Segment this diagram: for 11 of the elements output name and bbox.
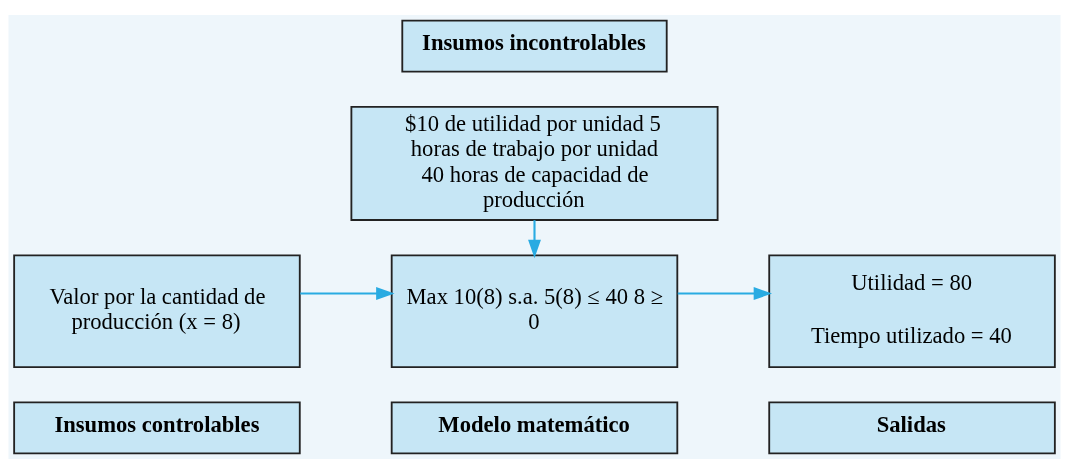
node-box: Max 10(8) s.a. 5(8) ≤ 40 8 ≥ 0: [390, 254, 679, 368]
node-box: Insumos incontrolables: [401, 19, 668, 73]
arrow: [677, 287, 773, 300]
node-box: Insumos controlables: [13, 401, 301, 455]
node-box: Valor por la cantidad de producción (x = 8): [13, 254, 301, 368]
node-box: Modelo matemático: [390, 401, 679, 455]
node-box: $10 de utilidad por unidad 5 horas de trabajo por unidad 40 horas de capacidad de producción: [350, 106, 719, 221]
node-box: Utilidad = 80 Tiempo utilizado = 40: [768, 254, 1056, 368]
arrow: [300, 287, 395, 300]
node-box: Salidas: [768, 401, 1056, 455]
arrow: [528, 220, 541, 259]
